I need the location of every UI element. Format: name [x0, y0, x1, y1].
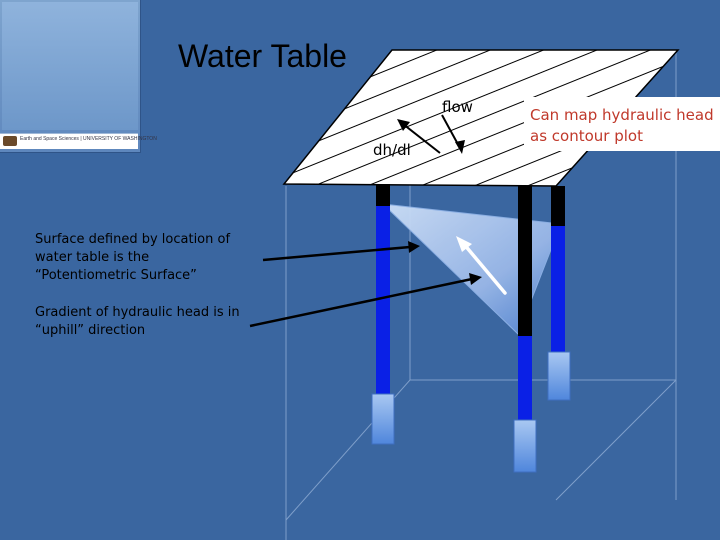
- callout-line-2: as contour plot: [530, 127, 643, 145]
- surface-pointer-arrow: [262, 241, 420, 262]
- gradient-pointer-arrow: [249, 273, 482, 328]
- well-middle: [513, 186, 537, 473]
- gradient-direction-note: Gradient of hydraulic head is in “uphill…: [35, 305, 240, 338]
- flow-arrow: [441, 114, 465, 154]
- slide-title: Water Table: [178, 38, 347, 74]
- potentiometric-surface-note: Surface defined by location of water tab…: [35, 232, 231, 283]
- university-logo: Earth and Space Sciences | UNIVERSITY OF…: [0, 133, 157, 149]
- title-panel: Earth and Space Sciences | UNIVERSITY OF…: [0, 0, 157, 153]
- potentiometric-surface: [381, 203, 562, 335]
- dh-dl-label: dh/dl: [373, 141, 411, 159]
- callout-line-1: Can map hydraulic head: [530, 106, 714, 124]
- gradient-vector-arrow: [456, 236, 507, 295]
- logo-mark-icon: [3, 136, 17, 146]
- title-panel-gradient: [2, 2, 138, 130]
- logo-text: Earth and Space Sciences | UNIVERSITY OF…: [20, 136, 157, 142]
- contour-callout: Can map hydraulic head as contour plot: [524, 97, 720, 151]
- well-right: [547, 186, 571, 401]
- flow-label: flow: [442, 98, 473, 116]
- well-left: [371, 184, 395, 445]
- gradient-arrow: [397, 119, 441, 154]
